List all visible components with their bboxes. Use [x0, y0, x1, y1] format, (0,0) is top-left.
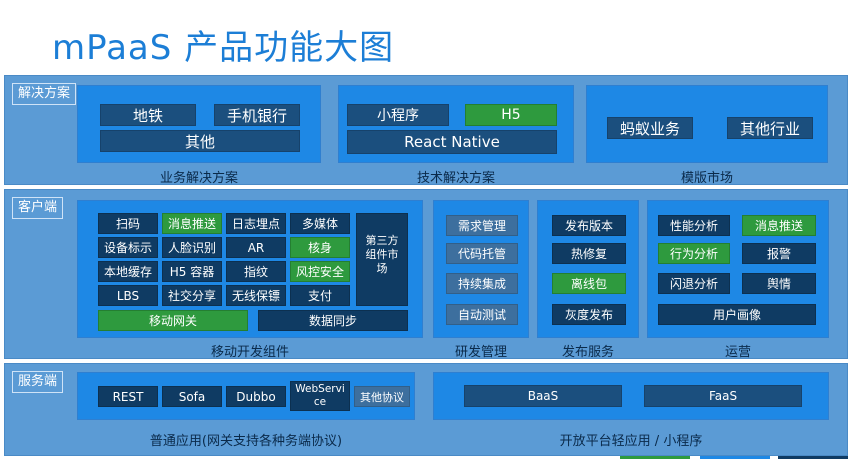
- bottom-strip-navy: [778, 456, 848, 459]
- ops-perf[interactable]: 性能分析: [658, 215, 730, 236]
- server-layer-label: 服务端: [12, 371, 64, 393]
- comp-device-id[interactable]: 设备标示: [98, 237, 158, 258]
- tech-h5[interactable]: H5: [465, 104, 557, 126]
- comp-third-party-market[interactable]: 第三方组件市场: [356, 213, 408, 306]
- ops-behavior[interactable]: 行为分析: [658, 243, 730, 264]
- open-platform-caption: 开放平台轻应用 / 小程序: [559, 434, 703, 449]
- comp-push[interactable]: 消息推送: [162, 213, 222, 234]
- release-panel: 发布版本 热修复 离线包 灰度发布: [537, 200, 639, 338]
- third-party-label: 第三方组件市场: [365, 234, 399, 275]
- page-title: mPaaS 产品功能大图: [52, 28, 395, 68]
- comp-gateway[interactable]: 移动网关: [98, 310, 248, 331]
- comp-data-sync[interactable]: 数据同步: [258, 310, 408, 331]
- template-ant-business[interactable]: 蚂蚁业务: [607, 117, 693, 139]
- solution-layer-label: 解决方案: [12, 83, 77, 105]
- dev-ci[interactable]: 持续集成: [446, 273, 518, 294]
- comp-risk[interactable]: 风控安全: [290, 261, 350, 282]
- bottom-strip-blue: [700, 456, 770, 459]
- ops-push[interactable]: 消息推送: [742, 215, 816, 236]
- mobile-dev-panel: 扫码 消息推送 日志埋点 多媒体 设备标示 人脸识别 AR 核身 本地缓存 H5…: [77, 200, 423, 338]
- common-app-caption: 普通应用(网关支持各种务端协议): [149, 434, 343, 449]
- comp-pay[interactable]: 支付: [290, 285, 350, 306]
- ops-panel: 性能分析 消息推送 行为分析 报警 闪退分析 舆情 用户画像: [647, 200, 829, 338]
- release-offline-pkg[interactable]: 离线包: [552, 273, 626, 294]
- bottom-strip-green: [620, 456, 690, 459]
- solution-layer: 解决方案 地铁 手机银行 其他 业务解决方案 小程序 H5 React Nati…: [4, 75, 848, 186]
- tech-mini-program[interactable]: 小程序: [347, 104, 449, 126]
- open-faas[interactable]: FaaS: [644, 385, 802, 407]
- comp-cache[interactable]: 本地缓存: [98, 261, 158, 282]
- comp-log[interactable]: 日志埋点: [226, 213, 286, 234]
- template-other-industry[interactable]: 其他行业: [727, 117, 813, 139]
- comp-media[interactable]: 多媒体: [290, 213, 350, 234]
- mobile-dev-caption: 移动开发组件: [210, 345, 289, 360]
- proto-other[interactable]: 其他协议: [354, 386, 410, 407]
- business-solution-panel: 地铁 手机银行 其他: [77, 85, 321, 163]
- ops-user-profile[interactable]: 用户画像: [658, 304, 816, 325]
- dev-auto-test[interactable]: 自动测试: [446, 304, 518, 325]
- comp-guard[interactable]: 无线保镖: [226, 285, 286, 306]
- comp-h5-container[interactable]: H5 容器: [162, 261, 222, 282]
- comp-fingerprint[interactable]: 指纹: [226, 261, 286, 282]
- release-version[interactable]: 发布版本: [552, 215, 626, 236]
- open-platform-panel: BaaS FaaS: [433, 372, 829, 420]
- proto-dubbo[interactable]: Dubbo: [226, 386, 286, 407]
- solution-metro[interactable]: 地铁: [100, 104, 196, 126]
- ops-crash[interactable]: 闪退分析: [658, 273, 730, 294]
- comp-ar[interactable]: AR: [226, 237, 286, 258]
- tech-solution-panel: 小程序 H5 React Native: [338, 85, 574, 163]
- ops-sentiment[interactable]: 舆情: [742, 273, 816, 294]
- tech-react-native[interactable]: React Native: [347, 130, 557, 154]
- proto-webservice[interactable]: WebService: [290, 381, 350, 411]
- proto-sofa[interactable]: Sofa: [162, 386, 222, 407]
- ops-caption: 运营: [724, 345, 751, 360]
- open-baas[interactable]: BaaS: [464, 385, 622, 407]
- release-hotfix[interactable]: 热修复: [552, 243, 626, 264]
- client-layer: 客户端 扫码 消息推送 日志埋点 多媒体 设备标示 人脸识别 AR 核身 本地缓…: [4, 189, 848, 360]
- comp-scan[interactable]: 扫码: [98, 213, 158, 234]
- dev-code-hosting[interactable]: 代码托管: [446, 243, 518, 264]
- dev-mgmt-panel: 需求管理 代码托管 持续集成 自动测试: [433, 200, 529, 338]
- release-caption: 发布服务: [561, 345, 614, 360]
- release-gray[interactable]: 灰度发布: [552, 304, 626, 325]
- common-app-panel: REST Sofa Dubbo WebService 其他协议: [77, 372, 415, 420]
- solution-other[interactable]: 其他: [100, 130, 300, 152]
- comp-lbs[interactable]: LBS: [98, 285, 158, 306]
- comp-face[interactable]: 人脸识别: [162, 237, 222, 258]
- solution-mobile-bank[interactable]: 手机银行: [214, 104, 300, 126]
- comp-identity[interactable]: 核身: [290, 237, 350, 258]
- comp-share[interactable]: 社交分享: [162, 285, 222, 306]
- dev-mgmt-caption: 研发管理: [454, 345, 507, 360]
- tech-solution-caption: 技术解决方案: [416, 171, 495, 186]
- dev-requirements[interactable]: 需求管理: [446, 215, 518, 236]
- proto-rest[interactable]: REST: [98, 386, 158, 407]
- ops-alarm[interactable]: 报警: [742, 243, 816, 264]
- template-market-panel: 蚂蚁业务 其他行业: [586, 85, 828, 163]
- template-market-caption: 模版市场: [680, 171, 733, 186]
- client-layer-label: 客户端: [12, 197, 64, 219]
- business-solution-caption: 业务解决方案: [159, 171, 238, 186]
- server-layer: 服务端 REST Sofa Dubbo WebService 其他协议 普通应用…: [4, 363, 848, 456]
